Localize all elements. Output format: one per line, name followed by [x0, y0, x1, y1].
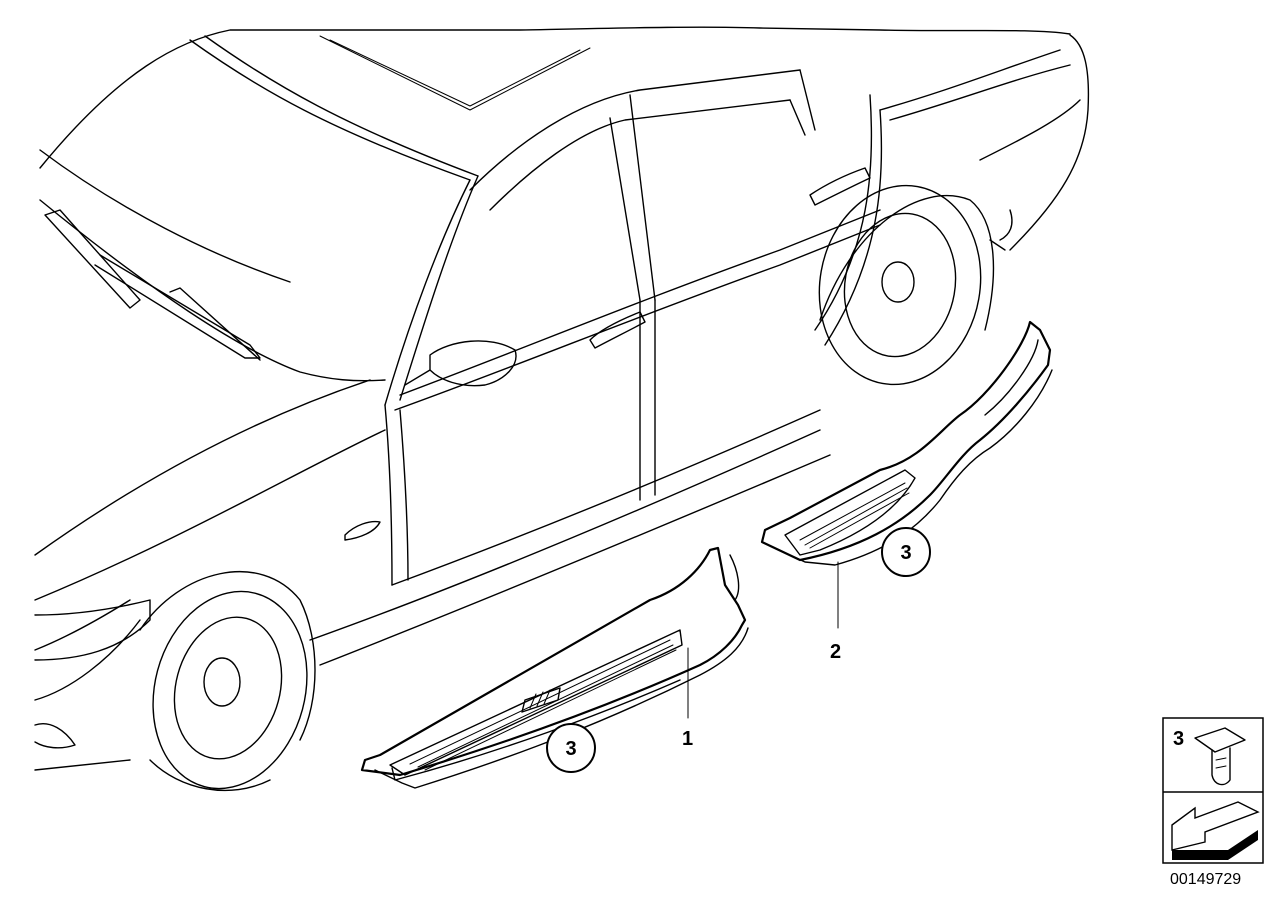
front-sill-trim[interactable]: [360, 546, 749, 789]
car-body: [34, 26, 1090, 771]
part-2-label[interactable]: 2: [830, 641, 841, 663]
drawing-code: 00149729: [1170, 871, 1241, 888]
front-wheel: [139, 570, 316, 792]
callout-3-rear[interactable]: 3: [881, 527, 931, 577]
rear-wheel: [818, 184, 995, 386]
callout-3-front-label: 3: [565, 738, 576, 760]
m-logo-icon: [521, 687, 561, 713]
arrow-icon: [1171, 801, 1260, 860]
part-1-label[interactable]: 1: [682, 728, 693, 750]
callout-3-rear-label: 3: [900, 542, 911, 564]
callout-3-front[interactable]: 3: [546, 723, 596, 773]
legend-item-number: 3: [1173, 728, 1184, 750]
rear-sill-trim[interactable]: [760, 320, 1053, 566]
push-clip-icon: [1194, 727, 1246, 786]
legend-box: 3: [1162, 717, 1264, 864]
